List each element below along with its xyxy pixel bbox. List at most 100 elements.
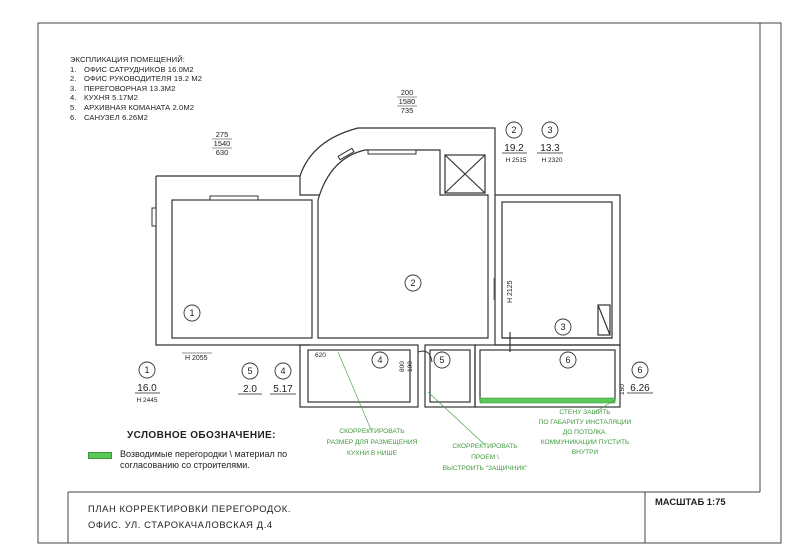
note3-line4: КОММУНИКАЦИИ ПУСТИТЬ <box>541 439 630 446</box>
room6-outer <box>474 344 621 408</box>
note1-line1: СКОРРЕКТИРОВАТЬ <box>339 428 404 435</box>
legend-title: УСЛОВНОЕ ОБОЗНАЧЕНИЕ: <box>127 430 276 441</box>
row-num: 2. <box>70 74 77 84</box>
note3-line3: ДО ПОТОЛКА. <box>563 429 608 436</box>
explication-title: ЭКСПЛИКАЦИЯ ПОМЕЩЕНИЙ: <box>70 55 185 64</box>
window-room1-side <box>151 207 157 227</box>
dim2-c: 735 <box>401 106 414 115</box>
green-notes: СКОРРЕКТИРОВАТЬ РАЗМЕР ДЛЯ РАЗМЕЩЕНИЯ КУ… <box>327 409 632 472</box>
room4-number: 4 <box>377 355 382 365</box>
dimension-stacks: 275 1540 630 200 1580 735 <box>212 88 417 157</box>
legend-green-swatch <box>88 452 112 459</box>
windows <box>151 147 417 227</box>
dim-620: 620 <box>315 352 326 359</box>
row-num: 6. <box>70 112 77 122</box>
tag2-height: Н 2515 <box>506 157 527 164</box>
height-label-2: Н 2125 <box>507 280 514 303</box>
explication-row: 6.САНУЗЕЛ 6.26М2 <box>70 113 202 123</box>
room5-circle <box>433 351 451 369</box>
room5-number: 5 <box>439 355 444 365</box>
wall-room1-top <box>156 175 320 196</box>
explication-row: 3.ПЕРЕГОВОРНАЯ 13.3М2 <box>70 84 202 94</box>
title-block-address: ОФИС. УЛ. СТАРОКАЧАЛОВСКАЯ Д.4 <box>88 519 273 530</box>
note1-line3: КУХНИ В НИШЕ <box>347 450 398 457</box>
small-dimensions: 620 800 100 150 <box>315 352 626 395</box>
legend-text: Возводимые перегородки \ материал по сог… <box>120 449 288 470</box>
explication-list: ЭКСПЛИКАЦИЯ ПОМЕЩЕНИЙ: 1.ОФИС САТРУДНИКО… <box>70 55 202 122</box>
tag4-circle <box>274 362 292 380</box>
room2-inner <box>317 149 489 339</box>
tag5-area: 2.0 <box>243 384 257 395</box>
row-name: ОФИС РУКОВОДИТЕЛЯ 19.2 М2 <box>84 74 203 84</box>
row-name: КУХНЯ 5.17М2 <box>84 93 139 103</box>
tag6-area: 6.26 <box>630 383 650 394</box>
tag2-area: 19.2 <box>504 143 524 154</box>
plan-height-labels: Н 2055 Н 2125 <box>182 278 514 362</box>
room-tags <box>138 121 649 380</box>
dim1-a: 275 <box>216 130 229 139</box>
height-label-1: Н 2055 <box>185 355 208 362</box>
installation-cross <box>597 304 611 336</box>
installation-box <box>597 304 611 336</box>
shaft-box <box>444 154 486 194</box>
tag1-height: Н 2445 <box>137 397 158 404</box>
explication-row: 1.ОФИС САТРУДНИКОВ 16.0М2 <box>70 65 202 75</box>
row-name: ПЕРЕГОВОРНАЯ 13.3М2 <box>84 83 176 93</box>
row-num: 5. <box>70 102 77 112</box>
explication-row: 5. АРХИВНАЯ КОМАНАТА 2.0М2 <box>70 103 202 113</box>
tag2-id: 2 <box>511 125 516 135</box>
new-partition-green <box>479 397 616 404</box>
dim-150: 150 <box>619 384 626 395</box>
note3-line1: СТЕНУ ЗАШИТЬ <box>559 409 610 416</box>
wall-room2-outer <box>299 127 496 345</box>
wall-room1-outer <box>155 176 310 346</box>
note3-line2: ПО ГАБАРИТУ ИНСТАЛЯЦИИ <box>539 419 632 426</box>
row-name: АРХИВНАЯ КОМАНАТА 2.0М2 <box>84 102 195 112</box>
tag4-id: 4 <box>280 366 285 376</box>
window-room2 <box>367 149 417 155</box>
leader-note1 <box>337 351 373 433</box>
row-name: ОФИС САТРУДНИКОВ 16.0М2 <box>84 64 194 74</box>
tag3-circle <box>541 121 559 139</box>
room5-outer <box>424 344 476 408</box>
tag6-circle <box>631 361 649 379</box>
note1-line2: РАЗМЕР ДЛЯ РАЗМЕЩЕНИЯ <box>327 439 418 446</box>
walls <box>155 127 621 408</box>
room4-circle <box>371 351 389 369</box>
dim2-a: 200 <box>401 88 414 97</box>
room2-circle <box>404 274 422 292</box>
leader-note2 <box>427 391 486 446</box>
tag2-circle <box>505 121 523 139</box>
tag1-area: 16.0 <box>137 383 157 394</box>
room6-inner <box>479 349 616 401</box>
row-num: 4. <box>70 93 77 103</box>
room1-number: 1 <box>189 308 194 318</box>
room4-outer <box>299 344 419 408</box>
room5-inner <box>429 349 471 403</box>
tag4-area: 5.17 <box>273 384 293 395</box>
door-arc <box>417 350 433 363</box>
explication-row: 2. ОФИС РУКОВОДИТЕЛЯ 19.2 М2 <box>70 74 202 84</box>
dim2-b: 1580 <box>399 97 416 106</box>
note2-line1: СКОРРЕКТИРОВАТЬ <box>452 443 517 450</box>
tag5-id: 5 <box>247 366 252 376</box>
window-room1 <box>209 195 259 201</box>
tag3-area: 13.3 <box>540 143 560 154</box>
note-leaders <box>337 351 616 446</box>
leader-note3 <box>594 399 616 413</box>
title-block-scale: МАСШТАБ 1:75 <box>655 496 726 507</box>
sheet-frame <box>37 22 782 544</box>
room6-circle <box>559 351 577 369</box>
shaft-cross-b <box>444 154 486 194</box>
note2-line3: ВЫСТРОИТЬ "ЗАЩИЧНИК" <box>443 465 528 472</box>
explication-row: 4. КУХНЯ 5.17М2 <box>70 93 202 103</box>
note2-line2: ПРОЕМ \ <box>471 454 499 461</box>
tag5-circle <box>241 362 259 380</box>
room3-inner <box>501 201 613 339</box>
tag1-id: 1 <box>144 365 149 375</box>
plan-room-numbers: 1 2 3 4 5 6 <box>189 278 570 365</box>
tag3-height: Н 2320 <box>542 157 563 164</box>
wall-room3-outer <box>495 194 621 346</box>
